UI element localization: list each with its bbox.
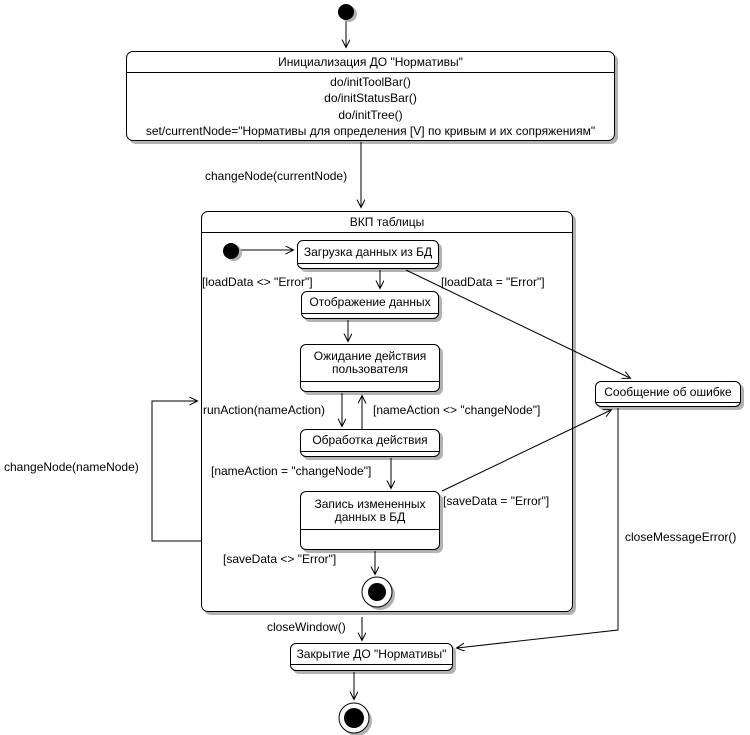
state-save-data: Запись измененных данных в БД	[300, 491, 440, 550]
state-error-message-body	[596, 403, 740, 406]
state-close-do-title: Закрытие ДО "Нормативы"	[291, 644, 452, 665]
state-wait-user-action: Ожидание действия пользователя	[300, 344, 440, 392]
transition-label-save-error: [saveData = "Error"]	[443, 494, 550, 508]
transition-label-save-ok: [saveData <> "Error"]	[223, 552, 337, 566]
action-init-statusbar: do/initStatusBar()	[324, 91, 417, 106]
state-save-data-title: Запись измененных данных в БД	[301, 492, 439, 530]
state-close-do: Закрытие ДО "Нормативы"	[290, 643, 453, 671]
final-node-bottom	[338, 702, 372, 735]
transition-label-run-action: runAction(nameAction)	[203, 403, 326, 417]
transition-change-node-loop	[151, 401, 201, 542]
state-error-message: Сообщение об ошибке	[595, 381, 741, 407]
state-load-data-title: Загрузка данных из БД	[298, 241, 438, 264]
state-load-data-body	[298, 264, 438, 268]
state-wait-user-action-body	[301, 382, 439, 391]
state-display-data-body	[302, 314, 438, 318]
transition-label-close-window: closeWindow()	[267, 620, 346, 634]
action-init-toolbar: do/initToolBar()	[330, 75, 411, 90]
state-initialization-title: Инициализация ДО "Нормативы"	[127, 52, 614, 73]
state-load-data: Загрузка данных из БД	[297, 240, 439, 269]
transition-label-close-message-error: closeMessageError()	[625, 530, 737, 544]
state-close-do-body	[291, 665, 452, 670]
state-error-message-title: Сообщение об ошибке	[596, 382, 740, 403]
transition-label-change-node-name: changeNode(nameNode)	[4, 460, 139, 474]
transition-label-load-ok: [loadData <> "Error"]	[202, 275, 313, 289]
state-process-action-title: Обработка действия	[301, 430, 439, 452]
state-process-action-body	[301, 452, 439, 456]
state-display-data: Отображение данных	[301, 291, 439, 319]
state-save-data-body	[301, 530, 439, 549]
transition-label-name-action-neq: [nameAction <> "changeNode"]	[373, 403, 541, 417]
action-init-tree: do/initTree()	[338, 107, 403, 122]
state-vkp-table-title: ВКП таблицы	[202, 212, 572, 233]
transition-label-load-error: [loadData = "Error"]	[441, 275, 545, 289]
action-set-current-node: set/currentNode="Нормативы для определен…	[145, 123, 596, 138]
initial-node-top	[338, 4, 357, 22]
state-process-action: Обработка действия	[300, 429, 440, 457]
state-wait-user-action-title: Ожидание действия пользователя	[301, 345, 439, 382]
transition-label-name-action-eq: [nameAction = "changeNode"]	[211, 464, 372, 478]
state-display-data-title: Отображение данных	[302, 292, 438, 314]
state-initialization: Инициализация ДО "Нормативы" do/initTool…	[126, 51, 615, 141]
transition-label-change-node-current: changeNode(currentNode)	[205, 169, 348, 183]
state-initialization-actions: do/initToolBar() do/initStatusBar() do/i…	[127, 73, 614, 140]
